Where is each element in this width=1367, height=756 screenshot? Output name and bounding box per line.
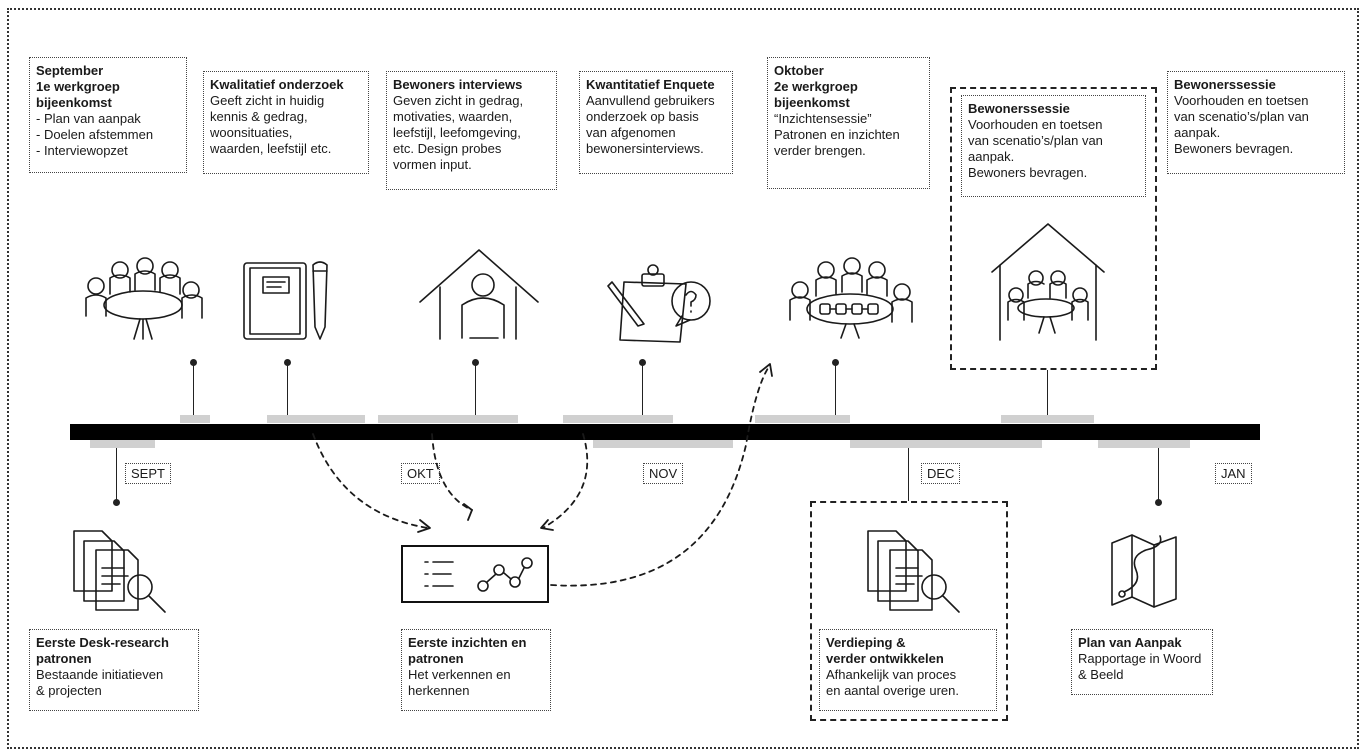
box-title: Eerste inzichten en patronen (408, 635, 527, 666)
box-body: Afhankelijk van proces en aantal overige… (826, 667, 959, 698)
box-title: Kwantitatief Enquete (586, 77, 715, 92)
connector-dot (639, 359, 646, 366)
timeline-bar (70, 424, 1260, 440)
box-body: Rapportage in Woord & Beeld (1078, 651, 1202, 682)
arrow-heads (417, 363, 773, 533)
timeline-connector (908, 448, 909, 501)
box-body: Het verkennen en herkennen (408, 667, 511, 698)
top-box-bewonerssessie: Bewonerssessie Voorhouden en toetsen van… (1167, 71, 1345, 174)
timeline-connector (287, 362, 288, 415)
house-person-icon (419, 249, 539, 340)
month-label-dec: DEC (921, 463, 961, 484)
meeting-table-icon (85, 257, 203, 340)
timeline-shade (755, 415, 850, 423)
map-route-icon (1111, 534, 1177, 608)
box-body: Geeft zicht in huidig kennis & gedrag, w… (210, 93, 332, 156)
timeline-connector (475, 362, 476, 415)
timeline-shade (378, 415, 518, 423)
bottom-box-desk-research: Eerste Desk-research patronen Bestaande … (29, 629, 199, 711)
box-title: Kwalitatief onderzoek (210, 77, 344, 92)
month-label-sept: SEPT (125, 463, 171, 484)
documents-magnifier-icon (73, 530, 166, 613)
timeline-shade (593, 440, 733, 448)
box-title: Oktober 2e werkgroep bijeenkomst (774, 63, 858, 110)
top-box-bewonerssessie-highlight: Bewonerssessie Voorhouden en toetsen van… (961, 95, 1146, 197)
box-body: - Plan van aanpak - Doelen afstemmen - I… (36, 111, 154, 158)
bottom-box-verdieping: Verdieping & verder ontwikkelen Afhankel… (819, 629, 997, 711)
box-title: September 1e werkgroep bijeenkomst (36, 63, 120, 110)
month-label-jan: JAN (1215, 463, 1252, 484)
timeline-shade (1001, 415, 1094, 423)
notebook-pen-icon (243, 261, 328, 340)
diagram-frame (7, 8, 1359, 749)
timeline-connector (835, 362, 836, 415)
box-body: Voorhouden en toetsen van scenatio’s/pla… (968, 117, 1103, 180)
box-body: “Inzichtensessie” Patronen en inzichten … (774, 111, 900, 158)
highlight-frame-bewonerssessie (950, 87, 1157, 370)
flow-arrows (312, 364, 771, 587)
month-label-nov: NOV (643, 463, 684, 484)
top-box-interviews: Bewoners interviews Geven zicht in gedra… (386, 71, 557, 190)
box-title: Verdieping & verder ontwikkelen (826, 635, 944, 666)
top-box-september: September 1e werkgroep bijeenkomst - Pla… (29, 57, 187, 173)
timeline-connector (193, 362, 194, 415)
timeline-shade (267, 415, 365, 423)
connector-dot (284, 359, 291, 366)
box-body: Geven zicht in gedrag, motivaties, waard… (393, 93, 524, 172)
timeline-shade (180, 415, 210, 423)
box-title: Eerste Desk-research patronen (36, 635, 169, 666)
timeline-connector (642, 362, 643, 415)
box-title: Bewonerssessie (968, 101, 1070, 116)
connector-dot (472, 359, 479, 366)
timeline-shade (90, 440, 155, 448)
insights-board-icon (424, 557, 533, 592)
connector-dot (1155, 499, 1162, 506)
box-body: Bestaande initiatieven & projecten (36, 667, 164, 698)
house-group-icon (991, 223, 1105, 341)
box-body: Aanvullend gebruikers onderzoek op basis… (586, 93, 715, 156)
box-title: Bewoners interviews (393, 77, 523, 92)
timeline-connector (1047, 370, 1048, 415)
timeline-connector (116, 448, 117, 500)
meeting-patterns-icon (789, 257, 913, 339)
top-box-enquete: Kwantitatief Enquete Aanvullend gebruike… (579, 71, 733, 174)
top-box-kwalitatief: Kwalitatief onderzoek Geeft zicht in hui… (203, 71, 369, 174)
month-label-okt: OKT (401, 463, 440, 484)
bottom-box-inzichten: Eerste inzichten en patronen Het verkenn… (401, 629, 551, 711)
bottom-box-plan-van-aanpak: Plan van Aanpak Rapportage in Woord & Be… (1071, 629, 1213, 695)
timeline-shade (850, 440, 1042, 448)
box-title: Plan van Aanpak (1078, 635, 1182, 650)
timeline-shade (1098, 440, 1190, 448)
connector-dot (190, 359, 197, 366)
connector-dot (113, 499, 120, 506)
timeline-shade (563, 415, 673, 423)
connector-dot (832, 359, 839, 366)
box-body: Voorhouden en toetsen van scenatio’s/pla… (1174, 93, 1309, 156)
top-box-oktober: Oktober 2e werkgroep bijeenkomst “Inzich… (767, 57, 930, 189)
clipboard-question-icon (607, 264, 711, 343)
timeline-connector (1158, 448, 1159, 500)
highlight-frame-verdieping (810, 501, 1008, 721)
box-title: Bewonerssessie (1174, 77, 1276, 92)
documents-magnifier-icon (867, 530, 960, 613)
